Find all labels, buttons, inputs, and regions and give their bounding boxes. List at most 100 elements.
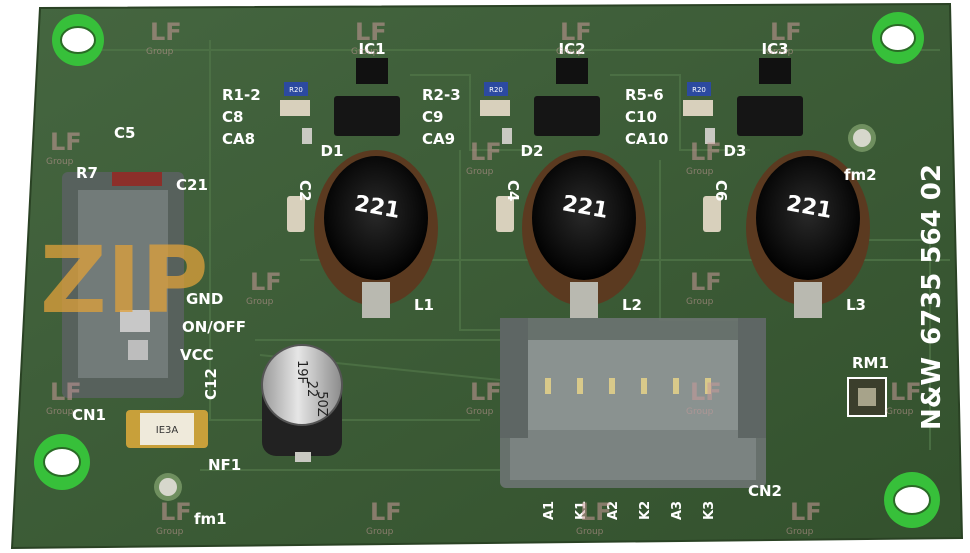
cn2-pin [609, 378, 615, 394]
watermark-tile: LF [690, 378, 722, 406]
side-capacitor [703, 196, 721, 232]
fiducial-fm2 [848, 124, 876, 152]
silk-label-on-off: ON/OFF [182, 318, 246, 336]
resistor-marking: R20 [692, 86, 706, 94]
ic-chip [556, 58, 588, 84]
side-capacitor [287, 196, 305, 232]
rm1-pad [847, 377, 887, 417]
silk-label-vcc: VCC [180, 346, 214, 364]
watermark-tile-sub: Group [146, 47, 174, 57]
cn2-pin-label: A2 [606, 501, 621, 520]
silk-label-fm2: fm2 [844, 166, 877, 184]
fiducial-fm1 [154, 473, 182, 501]
watermark-tile-sub: Group [156, 527, 184, 537]
silk-label-c4: C4 [504, 180, 522, 201]
electrolytic-capacitor: 19F 22 50Z [261, 344, 343, 462]
cn2-connector [500, 318, 766, 488]
cn2-pin [705, 378, 711, 394]
side-capacitor [496, 196, 514, 232]
resistor-label: R5-6 [625, 86, 664, 104]
silk-label-c12: C12 [202, 368, 220, 400]
resistor [687, 82, 711, 96]
ic-label: IC3 [761, 40, 788, 58]
capacitor-label: C10 [625, 108, 657, 126]
silk-label-fm1: fm1 [194, 510, 227, 528]
ic-label: IC1 [358, 40, 385, 58]
silk-label-r7: R7 [76, 164, 98, 182]
cn2-pin-label: K3 [702, 501, 717, 520]
electrolytic-marking-3: 50Z [314, 391, 329, 417]
watermark-tile-sub: Group [366, 527, 394, 537]
watermark-tile-sub: Group [46, 407, 74, 417]
watermark-tile: LF [470, 138, 502, 166]
resistor-label: R2-3 [422, 86, 461, 104]
diode-label: D3 [724, 142, 747, 160]
mount-hole-top-left [52, 14, 104, 66]
ic-chip [356, 58, 388, 84]
capacitor-label: C8 [222, 108, 243, 126]
resistor [484, 82, 508, 96]
cn2-pin [577, 378, 583, 394]
ic-chip [759, 58, 791, 84]
resistor-marking: R20 [289, 86, 303, 94]
watermark-tile-sub: Group [466, 167, 494, 177]
watermark-tile-sub: Group [351, 47, 379, 57]
diode-label: D2 [521, 142, 544, 160]
capacitor-ca-label: CA9 [422, 130, 455, 148]
capacitor-ca [302, 128, 312, 144]
mount-hole-bottom-left [34, 434, 90, 490]
cn2-pin [545, 378, 551, 394]
inductor: 221 [522, 150, 646, 318]
watermark-tile-sub: Group [686, 167, 714, 177]
resistor-label: R1-2 [222, 86, 261, 104]
watermark-tile-sub: Group [576, 527, 604, 537]
cn2-pin-label: A3 [670, 501, 685, 520]
watermark-tile-sub: Group [766, 47, 794, 57]
watermark-logo: ZIP [40, 227, 208, 334]
watermark-tile: LF [790, 498, 822, 526]
capacitor-ca [502, 128, 512, 144]
inductor-label: L1 [414, 296, 434, 314]
inductor: 221 [746, 150, 870, 318]
cn2-pin-label: K1 [574, 501, 589, 520]
silk-label-c5: C5 [114, 124, 135, 142]
capacitor-ca-label: CA8 [222, 130, 255, 148]
diode-package [334, 96, 400, 136]
board-brand: N&W [917, 357, 947, 430]
watermark-tile-sub: Group [556, 47, 584, 57]
silk-label-c21: C21 [176, 176, 208, 194]
watermark-tile: LF [160, 498, 192, 526]
watermark-tile: LF [50, 378, 82, 406]
watermark-tile: LF [150, 18, 182, 46]
silk-label-cn2: CN2 [748, 482, 782, 500]
resistor-marking: R20 [489, 86, 503, 94]
watermark-tile: LF [770, 18, 802, 46]
capacitor-ca-label: CA10 [625, 130, 669, 148]
fuse-marking: IE3A [156, 425, 179, 436]
watermark-tile-sub: Group [466, 407, 494, 417]
mount-hole-bottom-right [884, 472, 940, 528]
cn2-pin [673, 378, 679, 394]
silk-label-c2: C2 [296, 180, 314, 201]
silk-label-c6: C6 [712, 180, 730, 201]
watermark-tile: LF [470, 378, 502, 406]
fuse-nf1: IE3A [126, 410, 208, 448]
diode-package [534, 96, 600, 136]
silk-label-rm1: RM1 [852, 354, 889, 372]
watermark-tile-sub: Group [246, 297, 274, 307]
capacitor [480, 100, 510, 116]
watermark-tile: LF [355, 18, 387, 46]
watermark-tile: LF [690, 268, 722, 296]
watermark-tile: LF [690, 138, 722, 166]
watermark-tile-sub: Group [686, 407, 714, 417]
capacitor [280, 100, 310, 116]
watermark-tile-sub: Group [786, 527, 814, 537]
cn2-pin-label: K2 [638, 501, 653, 520]
watermark-tile-sub: Group [886, 407, 914, 417]
silk-label-cn1: CN1 [72, 406, 106, 424]
resistor [284, 82, 308, 96]
ic-label: IC2 [558, 40, 585, 58]
watermark-tile-sub: Group [686, 297, 714, 307]
